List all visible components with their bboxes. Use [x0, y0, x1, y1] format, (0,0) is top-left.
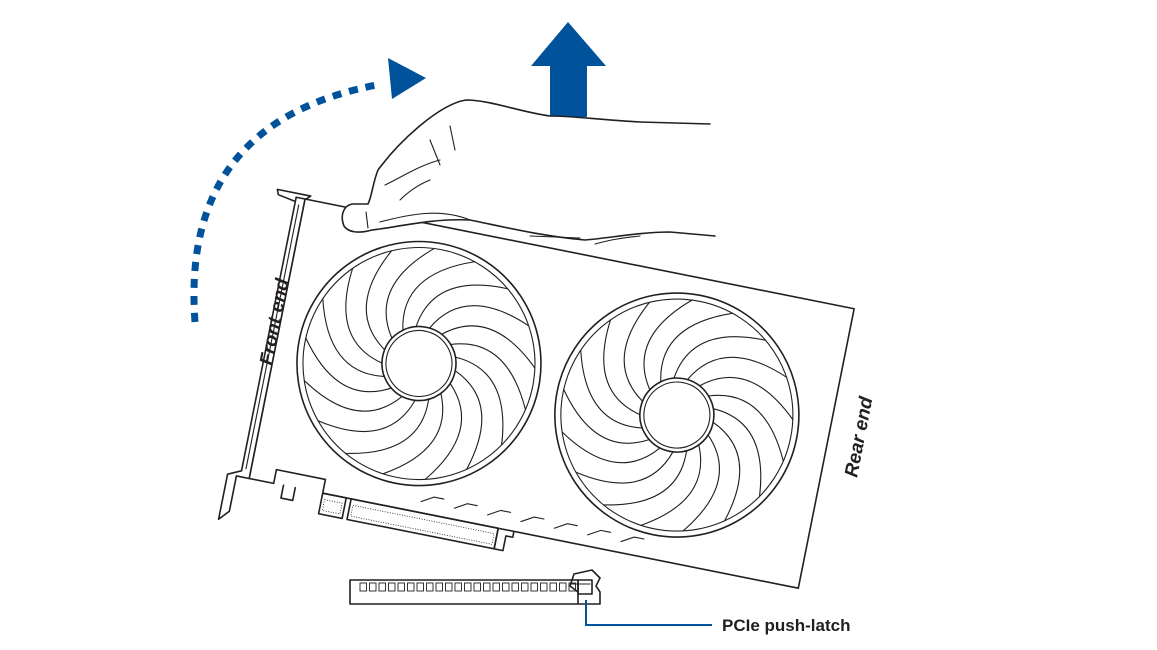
fan-blade — [660, 312, 734, 383]
fan-blade — [428, 305, 530, 329]
slot-pin — [416, 582, 424, 592]
slot-pin — [483, 582, 491, 592]
fan-blade — [603, 319, 641, 416]
slot-pin — [359, 582, 367, 592]
io-bracket — [217, 188, 312, 521]
fan-blade — [602, 450, 688, 506]
fan-blade — [424, 382, 463, 480]
slot-pin — [530, 582, 538, 592]
slot-pin — [369, 582, 377, 592]
tilt-arrow-icon — [190, 58, 426, 323]
fan-blade — [640, 444, 702, 526]
slot-pin — [407, 582, 415, 592]
fan-blade — [322, 298, 385, 378]
fan-blade — [345, 267, 383, 364]
slot-pin — [388, 582, 396, 592]
fan-blade — [563, 388, 650, 444]
fan-blade — [575, 451, 674, 484]
slot-pin — [502, 582, 510, 592]
slot-pin — [426, 582, 434, 592]
fan-blade — [698, 376, 794, 421]
fan-blade — [402, 261, 476, 331]
push-latch-label: PCIe push-latch — [722, 616, 850, 635]
pcie-gold-finger — [317, 492, 515, 552]
slot-pin — [521, 582, 529, 592]
fan-blade — [454, 356, 504, 446]
fan-blade — [385, 248, 435, 339]
fan-blade — [441, 325, 536, 369]
fan-blade — [450, 343, 526, 411]
fan-blade — [415, 284, 509, 328]
fan-blade — [382, 392, 444, 475]
fan-blade — [643, 299, 693, 391]
rear-end-label: Rear end — [841, 395, 877, 479]
fan-blade — [317, 399, 416, 433]
fan-blade — [673, 336, 767, 379]
fan-blade — [623, 301, 650, 402]
slot-pin — [435, 582, 443, 592]
fan-blade — [454, 370, 483, 470]
slot-pin — [492, 582, 500, 592]
fan-blade — [682, 434, 721, 532]
fan-blade — [365, 250, 393, 351]
fan-blade — [707, 394, 784, 462]
slot-pin — [559, 582, 567, 592]
hand — [341, 99, 716, 245]
slot-pin — [473, 582, 481, 592]
graphics-card — [217, 188, 855, 590]
slot-pin — [568, 582, 576, 592]
slot-pin — [378, 582, 386, 592]
fan-right — [554, 292, 800, 538]
fan-blade — [561, 431, 661, 464]
up-arrow-icon — [531, 22, 606, 117]
fan-blade — [303, 379, 403, 412]
slot-pin — [454, 582, 462, 592]
pcie-slot — [349, 569, 601, 605]
fan-left — [296, 240, 542, 487]
cooler-vents — [420, 496, 645, 543]
slot-pin — [511, 582, 519, 592]
fan-blade — [580, 349, 643, 429]
fan-blade — [344, 398, 430, 454]
fan-blade — [712, 408, 762, 497]
slot-pin — [540, 582, 548, 592]
slot-pin — [549, 582, 557, 592]
slot-pin — [445, 582, 453, 592]
slot-pin — [464, 582, 472, 592]
fan-blade — [686, 356, 788, 381]
fan-blade — [712, 421, 741, 522]
slot-pin — [397, 582, 405, 592]
fan-blade — [305, 337, 392, 393]
